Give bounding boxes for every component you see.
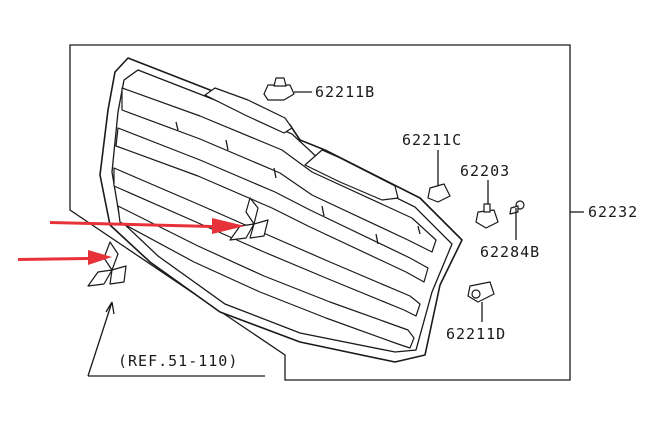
clip-62211c-icon [427,183,451,203]
reference-label: (REF.51-110) [118,352,238,370]
part-label-62232: 62232 [588,203,638,221]
clip-62211b-icon [263,77,295,101]
part-label-62211b: 62211B [315,83,375,101]
separate-emblem-icon [87,241,127,287]
red-arrow-upper [50,218,245,234]
front-grille [99,57,463,363]
grille-slot-4 [117,205,415,349]
assembly-boundary-frame [69,44,571,381]
grille-top-tab-right [304,149,399,201]
part-label-62211c: 62211C [402,131,462,149]
grille-clip-marks [175,121,421,245]
grille-slot-3 [113,167,421,317]
part-label-62284b: 62284B [480,243,540,261]
part-label-62211d: 62211D [446,325,506,343]
grille-emblem-icon [229,197,269,241]
part-label-62203: 62203 [460,162,510,180]
fastener-62203-icon [475,203,499,229]
grille-slot-2 [115,127,429,283]
screw-62284b-icon [509,200,525,215]
grille-inner-frame [111,69,453,353]
red-arrow-lower [18,250,112,265]
grille-top-tab-left [204,87,293,134]
clip-62211d-icon [467,281,495,303]
grille-slot-1 [121,87,437,253]
reference-leader-line [87,301,265,377]
